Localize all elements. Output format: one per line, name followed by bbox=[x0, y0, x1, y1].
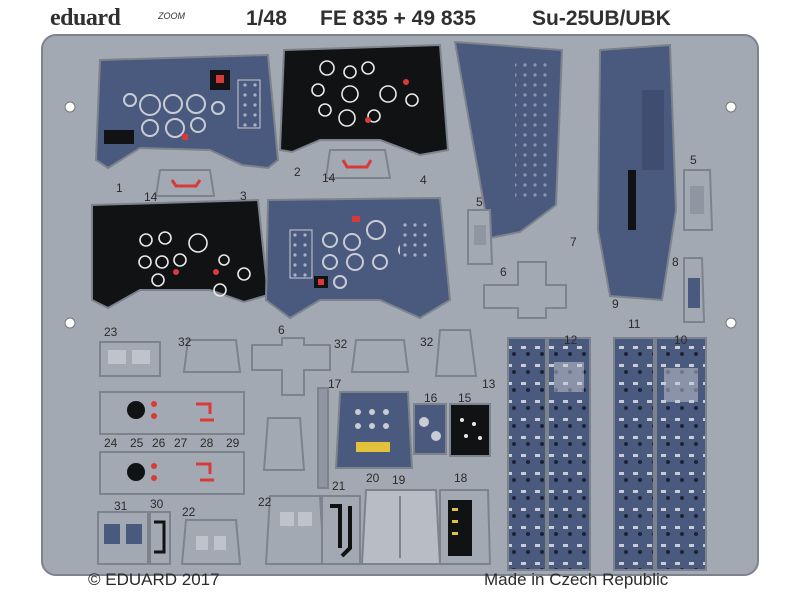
part-number: 19 bbox=[392, 473, 406, 487]
part-number: 24 bbox=[104, 436, 118, 450]
part-13-strip bbox=[507, 337, 547, 571]
part-number: 1 bbox=[116, 181, 123, 195]
part-number: 6 bbox=[500, 265, 507, 279]
part-number: 20 bbox=[366, 471, 380, 485]
part-number: 32 bbox=[178, 335, 192, 349]
part-number: 7 bbox=[570, 235, 577, 249]
part-number: 32 bbox=[334, 337, 348, 351]
part-number: 31 bbox=[114, 499, 128, 513]
part-number: 18 bbox=[454, 471, 468, 485]
copyright-text: © EDUARD 2017 bbox=[88, 570, 220, 589]
part-number: 25 bbox=[130, 436, 144, 450]
part-14-bracket bbox=[324, 149, 392, 179]
product-code: FE 835 + 49 835 bbox=[320, 7, 476, 30]
part-number: 22 bbox=[258, 495, 272, 509]
aircraft-name: Su-25UB/UBK bbox=[532, 7, 671, 30]
part-6-cross bbox=[483, 261, 567, 319]
part-number: 9 bbox=[612, 297, 619, 311]
part-6-cross bbox=[251, 337, 331, 396]
part-22 bbox=[264, 495, 326, 565]
part-number: 11 bbox=[628, 317, 641, 331]
part-1-instrument-panel bbox=[94, 53, 280, 170]
part-number: 15 bbox=[458, 391, 472, 405]
part-30 bbox=[149, 511, 171, 565]
part-14-bracket bbox=[154, 169, 216, 197]
part-number: 30 bbox=[150, 497, 164, 511]
part-15 bbox=[449, 403, 491, 457]
part-number: 4 bbox=[420, 173, 427, 187]
part-20-panel bbox=[334, 391, 414, 469]
part-number: 16 bbox=[424, 391, 438, 405]
part-number: 28 bbox=[200, 436, 214, 450]
part-32 bbox=[350, 339, 410, 373]
scale-label: 1/48 bbox=[246, 7, 287, 30]
part-number: 2 bbox=[294, 165, 301, 179]
part-32 bbox=[434, 329, 478, 377]
part-number: 22 bbox=[182, 505, 196, 519]
part-24-29-row bbox=[99, 391, 245, 435]
fret-hole bbox=[725, 101, 737, 113]
part-number: 21 bbox=[332, 479, 346, 493]
part-24-29-row bbox=[99, 451, 245, 495]
part-9-side-console bbox=[596, 43, 678, 302]
brand-sub-text: ZOOM bbox=[158, 11, 185, 21]
part-number: 5 bbox=[476, 195, 483, 209]
part-32 bbox=[262, 417, 306, 471]
fret-hole bbox=[725, 317, 737, 329]
part-number: 26 bbox=[152, 436, 166, 450]
part-number: 12 bbox=[564, 333, 578, 347]
part-11-strip bbox=[613, 337, 655, 571]
part-number: 5 bbox=[690, 153, 697, 167]
part-number: 32 bbox=[420, 335, 434, 349]
fret-hole bbox=[64, 317, 76, 329]
fret-hole bbox=[64, 101, 76, 113]
part-number: 14 bbox=[322, 171, 336, 185]
part-number: 27 bbox=[174, 436, 188, 450]
part-22 bbox=[180, 519, 242, 565]
brand-logo-text: eduard bbox=[50, 5, 121, 31]
part-number: 3 bbox=[240, 189, 247, 203]
part-number: 13 bbox=[482, 377, 496, 391]
part-number: 17 bbox=[328, 377, 342, 391]
part-number: 8 bbox=[672, 255, 679, 269]
part-32 bbox=[182, 339, 242, 373]
part-number: 10 bbox=[674, 333, 688, 347]
part-number: 23 bbox=[104, 325, 118, 339]
part-number: 14 bbox=[144, 190, 158, 204]
origin-text: Made in Czech Republic bbox=[484, 570, 669, 589]
part-number: 29 bbox=[226, 436, 240, 450]
part-16 bbox=[413, 403, 447, 455]
part-number: 6 bbox=[278, 323, 285, 337]
part-17 bbox=[317, 387, 329, 489]
part-2-instrument-panel bbox=[278, 43, 450, 157]
